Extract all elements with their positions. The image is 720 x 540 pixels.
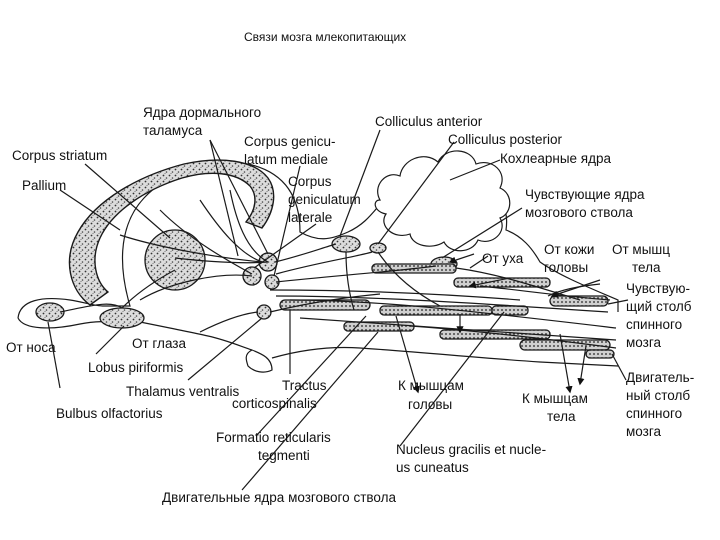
- label-lobus-piriformis: Lobus piriformis: [88, 360, 184, 375]
- efferent-arrows: [395, 314, 587, 394]
- label-from-eye: От глаза: [132, 336, 186, 351]
- label-nucleus-2: us cuneatus: [396, 460, 469, 475]
- gracilis-nucleus: [491, 305, 529, 316]
- label-from-ear: От уха: [482, 251, 524, 266]
- label-corpus-striatum: Corpus striatum: [12, 148, 107, 163]
- brain-outline: [17, 162, 619, 319]
- label-formatio-2: tegmenti: [258, 448, 310, 463]
- reticular-formation-tract: [379, 305, 493, 316]
- label-formatio-1: Formatio reticularis: [216, 430, 331, 445]
- spinal-outline-lower: [271, 346, 619, 367]
- leader-lines: [47, 129, 629, 491]
- label-sensory-brainstem-1: Чувствующие ядра: [525, 187, 645, 202]
- label-tractus-2: corticospinalis: [232, 396, 317, 411]
- label-cgm-1: Corpus genicu-: [244, 134, 336, 149]
- afferent-arrows: [448, 253, 601, 298]
- label-pallium: Pallium: [22, 178, 66, 193]
- label-sensory-brainstem-2: мозгового ствола: [525, 205, 633, 220]
- label-from-nose: От носа: [6, 340, 56, 355]
- label-to-head-2: головы: [408, 397, 452, 412]
- label-motor-column-3: спинного: [626, 406, 682, 421]
- label-from-muscles-1: От мышц: [612, 242, 670, 257]
- label-cochlear: Кохлеарные ядра: [500, 151, 611, 166]
- motor-column-bar-2: [519, 339, 611, 351]
- label-to-head-1: К мышцам: [398, 378, 464, 393]
- cerebellum: [374, 150, 511, 252]
- label-motor-column-4: мозга: [626, 424, 661, 439]
- diagram-title: Связи мозга млекопитающих: [244, 30, 406, 44]
- colliculus-anterior: [331, 235, 361, 253]
- label-motor-nuclei: Двигательные ядра мозгового ствола: [162, 490, 396, 505]
- label-sensory-column-1: Чувствую-: [626, 281, 690, 296]
- label-dorsal-thalamus-1: Ядра дормального: [143, 105, 261, 120]
- label-sensory-column-2: щий столб: [626, 299, 692, 314]
- label-from-skin-1: От кожи: [544, 242, 594, 257]
- label-nucleus-1: Nucleus gracilis et nucle-: [396, 442, 546, 457]
- label-sensory-column-3: спинного: [626, 317, 682, 332]
- motor-column-bar-3: [585, 349, 615, 359]
- fibre-connections: [59, 189, 617, 349]
- label-thalamus-ventralis: Thalamus ventralis: [126, 384, 240, 399]
- label-bulbus: Bulbus olfactorius: [56, 406, 163, 421]
- label-motor-column-1: Двигатель-: [626, 370, 694, 385]
- label-colliculus-posterior: Colliculus posterior: [448, 132, 563, 147]
- label-to-body-2: тела: [547, 409, 576, 424]
- label-from-skin-2: головы: [544, 260, 588, 275]
- label-to-body-1: К мышцам: [522, 391, 588, 406]
- brain-outline-lower: [17, 317, 273, 373]
- label-sensory-column-4: мозга: [626, 335, 661, 350]
- label-cgl-1: Corpus: [288, 174, 332, 189]
- colliculus-posterior: [369, 242, 387, 254]
- label-cgl-3: laterale: [288, 210, 332, 225]
- label-cgm-2: latum mediale: [244, 152, 328, 167]
- corpus-striatum: [144, 229, 206, 291]
- label-dorsal-thalamus-2: таламуса: [143, 123, 203, 138]
- label-motor-column-2: ный столб: [626, 388, 690, 403]
- label-from-muscles-2: тела: [632, 260, 661, 275]
- label-tractus-1: Tractus: [282, 378, 327, 393]
- label-colliculus-anterior: Colliculus anterior: [375, 114, 483, 129]
- thalamus-ventralis-nucleus: [256, 304, 272, 320]
- label-cgl-2: geniculatum: [288, 192, 361, 207]
- lobus-piriformis: [99, 307, 145, 329]
- bulbus-olfactorius: [35, 302, 65, 322]
